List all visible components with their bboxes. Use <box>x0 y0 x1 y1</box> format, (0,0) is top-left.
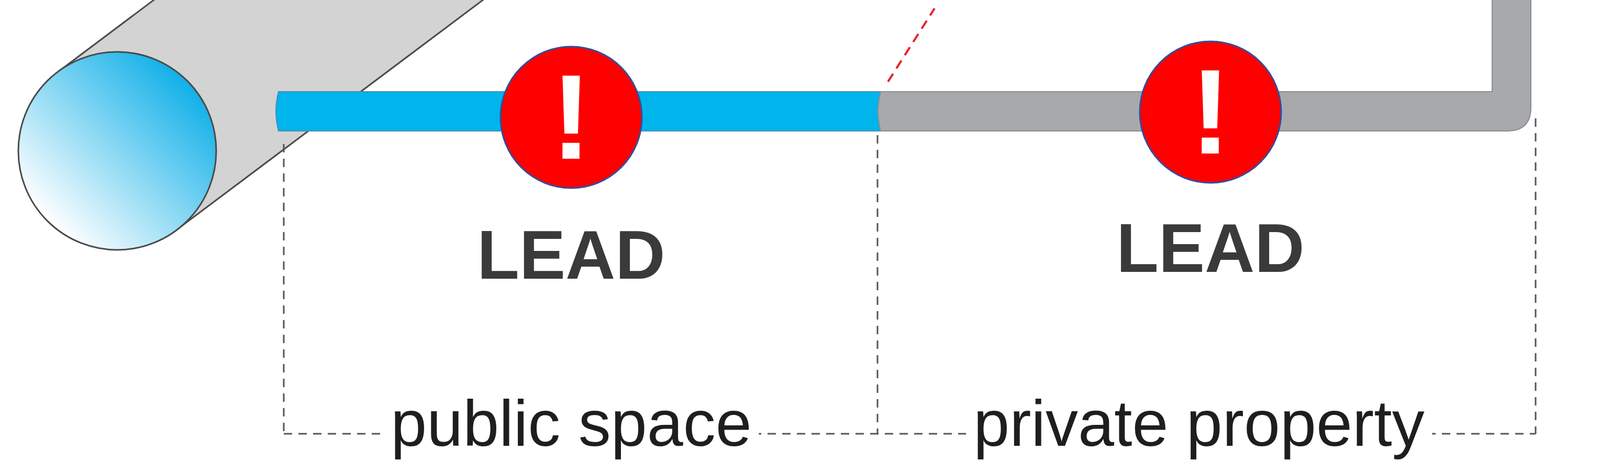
bracket-line <box>1535 118 1537 434</box>
zone-label: public space <box>383 387 759 459</box>
warning-badge: ! <box>1138 40 1283 184</box>
bracket-lines <box>283 118 1536 434</box>
material-label: LEAD <box>1108 209 1312 286</box>
zone-label: private property <box>965 387 1432 459</box>
material-label: LEAD <box>469 216 673 293</box>
bracket-line <box>283 143 285 434</box>
bracket-line <box>876 135 879 434</box>
exclamation-mark: ! <box>1190 51 1231 173</box>
badge-circle <box>500 46 642 188</box>
warning-badge: ! <box>499 45 643 190</box>
exclamation-mark: ! <box>551 57 592 178</box>
water-main-end <box>18 51 217 250</box>
badge-circle <box>1139 41 1282 183</box>
property-line <box>887 8 935 82</box>
